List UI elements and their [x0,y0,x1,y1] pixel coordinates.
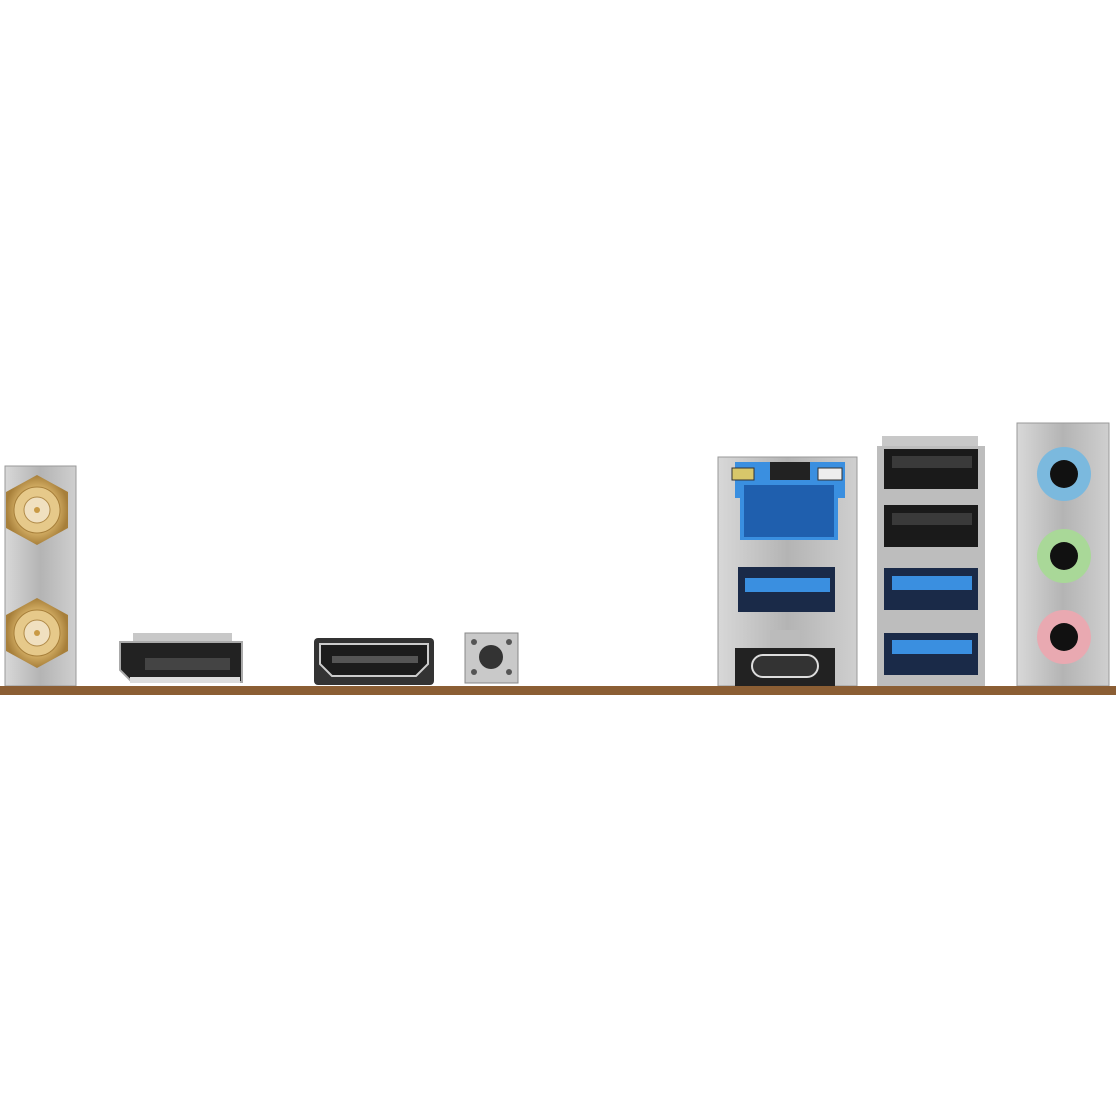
usb-stack [877,436,985,686]
audio-jack-icon[interactable] [1037,447,1091,501]
audio-jack-icon[interactable] [1037,610,1091,664]
lan-usb-block [717,456,858,687]
audio-bracket [1016,422,1110,687]
audio-jack-icon[interactable] [1037,529,1091,583]
rj45-ethernet-port-icon[interactable] [731,462,845,540]
usb-c-port-icon[interactable] [735,630,835,686]
usb-a-port-icon[interactable] [884,505,978,547]
hdmi-port-icon[interactable] [314,638,434,685]
wifi-antenna-connector-icon[interactable] [6,475,68,545]
usb-a-port-icon[interactable] [738,567,835,612]
usb-a-port-icon[interactable] [884,568,978,610]
displayport-icon[interactable] [119,633,243,683]
push-button-icon[interactable] [464,632,519,684]
usb-a-port-icon[interactable] [884,449,978,489]
wifi-antenna-bracket [4,465,77,687]
pcb-edge [0,686,1116,695]
usb-a-port-icon[interactable] [884,633,978,675]
wifi-antenna-connector-icon[interactable] [6,598,68,668]
